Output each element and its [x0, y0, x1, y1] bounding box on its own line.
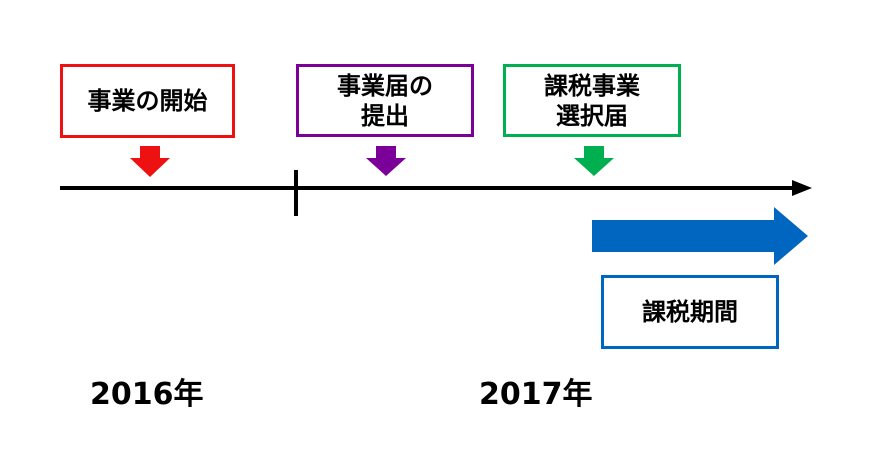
business-start-label: 事業の開始 [87, 87, 208, 115]
tax-election-label-line1: 課税事業 [544, 71, 640, 100]
year-label-2016: 2016年 [90, 377, 204, 412]
tax-election-label-line2: 選択届 [556, 101, 628, 130]
business-notice-box: 事業届の 提出 [296, 64, 474, 137]
timeline-arrowhead [792, 180, 812, 196]
election-down-arrow [574, 146, 614, 176]
business-notice-label-line1: 事業届の [337, 71, 433, 100]
start-down-arrow [130, 146, 170, 177]
tax-period-box: 課税期間 [601, 275, 779, 349]
tax-period-arrow [592, 207, 808, 265]
business-start-box: 事業の開始 [60, 64, 235, 138]
tax-period-label: 課税期間 [642, 298, 738, 326]
notice-down-arrow [366, 146, 406, 176]
business-notice-label-line2: 提出 [361, 101, 409, 130]
year-label-2017: 2017年 [479, 377, 593, 412]
tax-election-box: 課税事業 選択届 [503, 64, 681, 137]
